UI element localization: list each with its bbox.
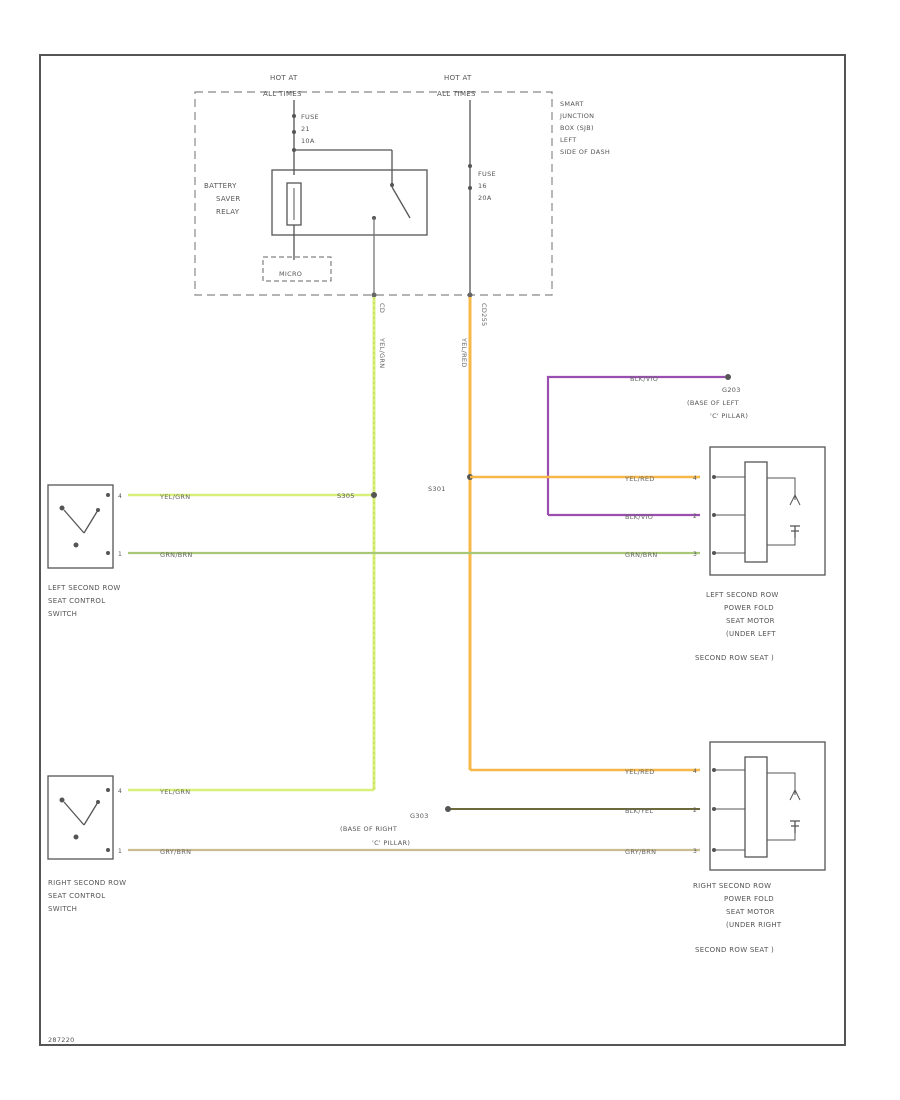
right-motor-module xyxy=(744,756,768,858)
lmotor-pin-bottom: 3 xyxy=(693,551,697,558)
rmotor-bottom-wire-label: GRY/BRN xyxy=(625,848,656,856)
left-motor-label-5: SECOND ROW SEAT ) xyxy=(695,654,774,662)
left-switch-label-2: SEAT CONTROL xyxy=(48,597,105,605)
left-motor-label-4: (UNDER LEFT xyxy=(726,630,776,638)
sjb-label-4: LEFT xyxy=(560,136,577,144)
right-motor-label-3: SEAT MOTOR xyxy=(726,908,775,916)
relay-label-2: SAVER xyxy=(216,195,241,203)
rmotor-pin-top: 4 xyxy=(693,768,697,775)
right-motor-label-4: (UNDER RIGHT xyxy=(726,921,782,929)
fuse-left-rating: 10A xyxy=(301,137,315,145)
rsw-pin-bottom: 1 xyxy=(118,848,122,855)
right-hot-line1: HOT AT xyxy=(444,74,472,82)
diagram-id: 287220 xyxy=(48,1036,75,1044)
diagram-frame xyxy=(39,54,846,1046)
lsw-top-wire-label: YEL/GRN xyxy=(159,493,190,501)
sjb-label-5: SIDE OF DASH xyxy=(560,148,610,156)
g203-label-1: G203 xyxy=(722,386,741,394)
blk-vio-label: BLK/VIO xyxy=(630,375,658,383)
g203-label-3: 'C' PILLAR) xyxy=(710,412,748,420)
left-motor-label-2: POWER FOLD xyxy=(724,604,774,612)
left-hot-line2: ALL TIMES xyxy=(263,90,302,98)
sjb-label-1: SMART xyxy=(560,100,584,108)
fuse-right-number: 16 xyxy=(478,182,487,190)
rsw-pin-top: 4 xyxy=(118,788,122,795)
splice-s301-label: S301 xyxy=(428,485,446,493)
rmotor-pin-bottom: 3 xyxy=(693,848,697,855)
right-switch-label-2: SEAT CONTROL xyxy=(48,892,105,900)
relay-label-1: BATTERY xyxy=(204,182,237,190)
fuse-right-label: FUSE xyxy=(478,170,496,178)
rmotor-mid-wire-label: BLK/YEL xyxy=(625,807,653,815)
junction-box-outline xyxy=(194,91,553,296)
left-hot-line1: HOT AT xyxy=(270,74,298,82)
relay-label-3: RELAY xyxy=(216,208,240,216)
right-motor-label-5: SECOND ROW SEAT ) xyxy=(695,946,774,954)
fuse-left-label: FUSE xyxy=(301,113,319,121)
ground-g203-symbol xyxy=(725,374,731,380)
lsw-pin-bottom: 1 xyxy=(118,551,122,558)
fuse-right-rating: 20A xyxy=(478,194,492,202)
left-motor-module xyxy=(744,461,768,563)
g303-label-1: G303 xyxy=(410,812,429,820)
lmotor-mid-wire-label: BLK/VIO xyxy=(625,513,653,521)
rmotor-pin-mid: 2 xyxy=(693,807,697,814)
rsw-bottom-wire-label: GRY/BRN xyxy=(160,848,191,856)
left-motor-label-1: LEFT SECOND ROW xyxy=(706,591,779,599)
wire-blk-vio-ground xyxy=(546,375,725,515)
right-motor-symbol-icon xyxy=(789,783,801,801)
splice-s305 xyxy=(371,492,377,498)
right-motor-label-1: RIGHT SECOND ROW xyxy=(693,882,771,890)
right-motor-label-2: POWER FOLD xyxy=(724,895,774,903)
sjb-label-2: JUNCTION xyxy=(559,112,594,120)
ground-g303-symbol xyxy=(445,806,451,812)
left-switch-label-1: LEFT SECOND ROW xyxy=(48,584,121,592)
yel-red-code-label: CD255 xyxy=(480,303,488,326)
right-switch-label-1: RIGHT SECOND ROW xyxy=(48,879,126,887)
right-switch-label-3: SWITCH xyxy=(48,905,77,913)
left-seat-control-switch xyxy=(47,484,114,569)
right-seat-control-switch xyxy=(47,775,114,860)
battery-saver-relay xyxy=(271,169,428,236)
lmotor-top-wire-label: YEL/RED xyxy=(624,475,655,483)
yel-red-vertical-label: YEL/RED xyxy=(460,337,468,368)
lsw-pin-top: 4 xyxy=(118,493,122,500)
left-motor-symbol-icon xyxy=(789,488,801,506)
yel-grn-code-label: CD xyxy=(378,303,386,313)
g303-label-2: (BASE OF RIGHT xyxy=(340,825,397,833)
lsw-bottom-wire-label: GRN/BRN xyxy=(160,551,193,559)
lmotor-bottom-wire-label: GRN/BRN xyxy=(625,551,658,559)
yel-grn-vertical-label: YEL/GRN xyxy=(378,337,386,368)
micro-label: MICRO xyxy=(279,270,302,278)
right-power-fold-motor xyxy=(709,741,826,871)
rmotor-top-wire-label: YEL/RED xyxy=(624,768,655,776)
lmotor-pin-mid: 2 xyxy=(693,513,697,520)
splice-s305-label: S305 xyxy=(337,492,355,500)
lmotor-pin-top: 4 xyxy=(693,475,697,482)
left-switch-label-3: SWITCH xyxy=(48,610,77,618)
right-hot-line2: ALL TIMES xyxy=(437,90,476,98)
left-motor-label-3: SEAT MOTOR xyxy=(726,617,775,625)
g203-label-2: (BASE OF LEFT xyxy=(687,399,739,407)
fuse-left-number: 21 xyxy=(301,125,310,133)
rsw-top-wire-label: YEL/GRN xyxy=(159,788,190,796)
left-power-fold-motor xyxy=(709,446,826,576)
micro-box xyxy=(262,256,332,282)
g303-label-3: 'C' PILLAR) xyxy=(372,839,410,847)
sjb-label-3: BOX (SJB) xyxy=(560,124,594,132)
